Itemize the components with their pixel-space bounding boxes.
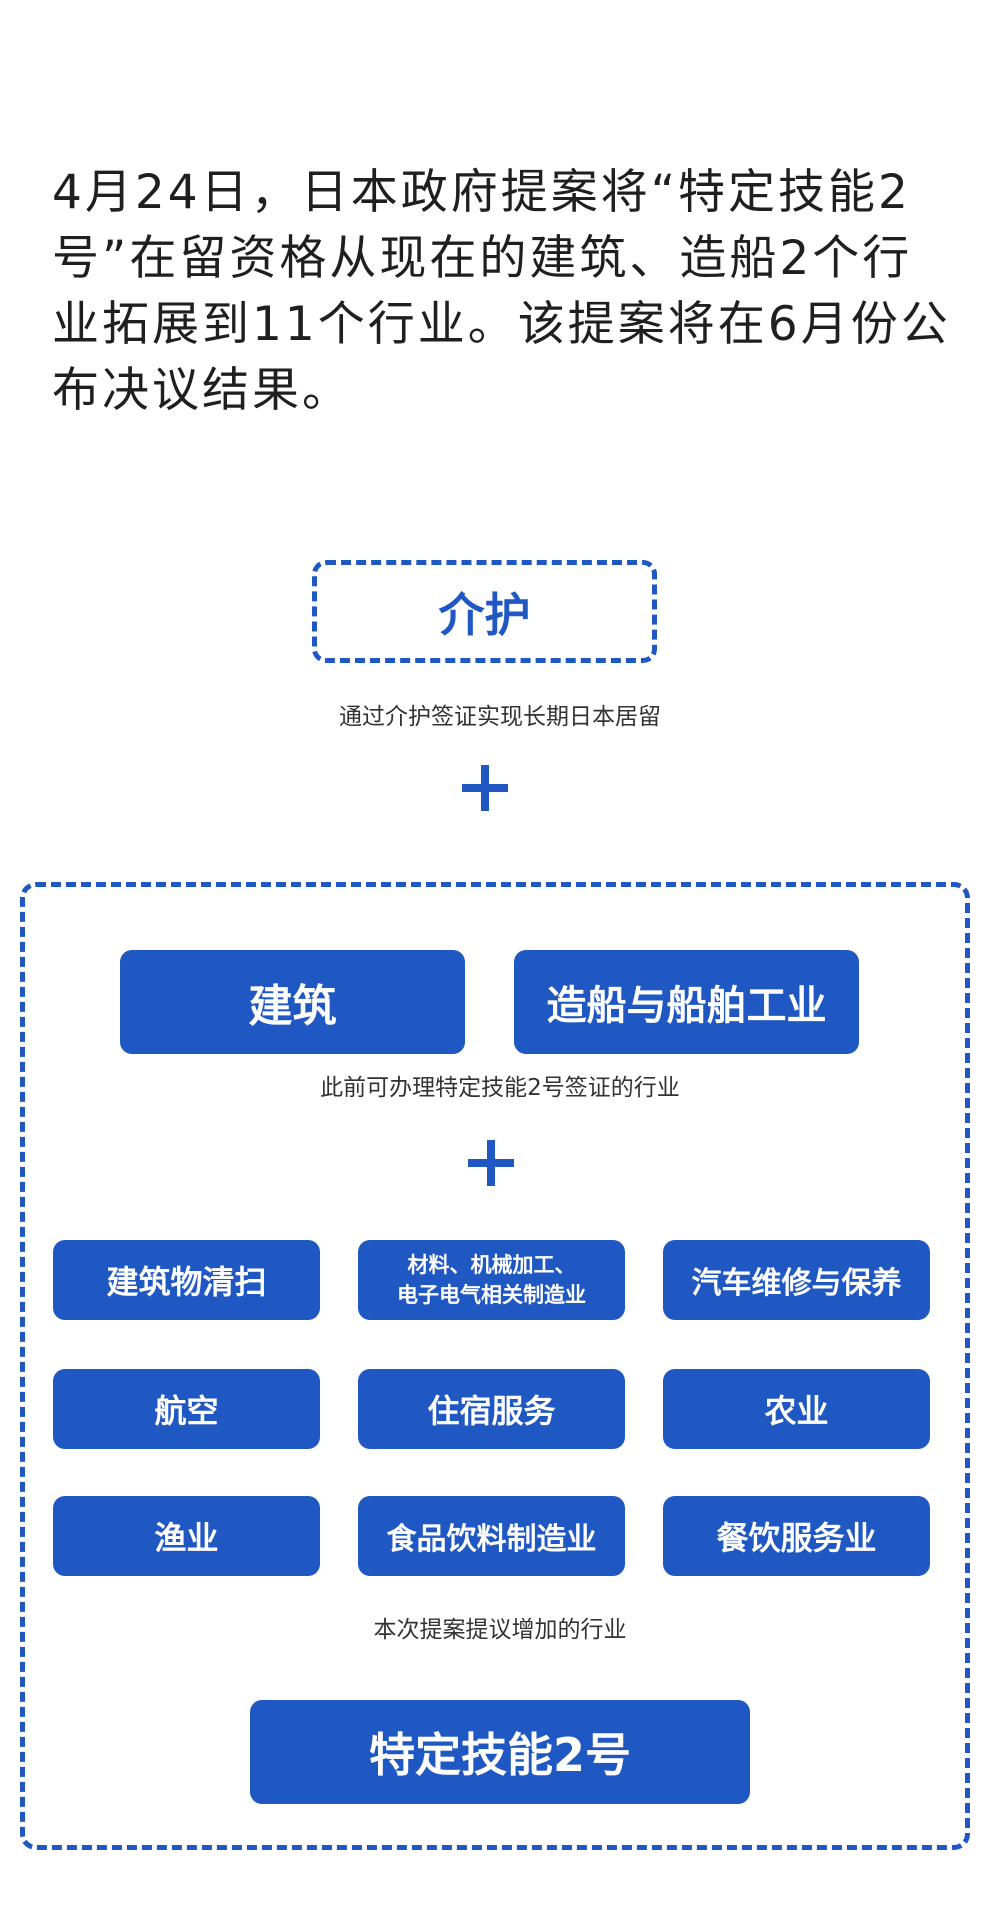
kaigo-caption: 通过介护签证实现长期日本居留: [339, 704, 661, 730]
industry-button-building-cleaning: 建筑物清扫: [53, 1240, 320, 1320]
industry-button-aviation: 航空: [53, 1369, 320, 1449]
industry-label-line1: 材料、机械加工、: [407, 1253, 576, 1277]
final-label: 特定技能2号: [368, 1728, 631, 1782]
industry-label: 农业: [764, 1392, 829, 1430]
industry-button-shipbuilding: 造船与船舶工业: [514, 950, 859, 1054]
industry-label: 住宿服务: [427, 1392, 556, 1430]
industry-label: 渔业: [154, 1519, 219, 1557]
existing-caption: 此前可办理特定技能2号签证的行业: [320, 1075, 680, 1101]
industry-button-construction: 建筑: [120, 950, 465, 1054]
industry-label: 建筑物清扫: [106, 1263, 267, 1301]
industry-label: 造船与船舶工业: [546, 983, 827, 1029]
industry-label: 餐饮服务业: [716, 1519, 877, 1557]
industries-box: [20, 882, 970, 1850]
industry-label: 航空: [154, 1392, 219, 1430]
final-label-button: 特定技能2号: [250, 1700, 750, 1804]
industry-button-food-service: 餐饮服务业: [663, 1496, 930, 1576]
kaigo-label: 介护: [438, 587, 531, 642]
industry-label-line2: 电子电气相关制造业: [397, 1283, 586, 1307]
plus-icon: [462, 765, 508, 811]
plus-icon: [468, 1140, 514, 1186]
industry-button-agriculture: 农业: [663, 1369, 930, 1449]
industry-button-auto-repair: 汽车维修与保养: [663, 1240, 930, 1320]
industry-label: 建筑: [248, 981, 337, 1032]
industry-button-food-manufacturing: 食品饮料制造业: [358, 1496, 625, 1576]
industry-button-lodging: 住宿服务: [358, 1369, 625, 1449]
intro-paragraph: 4月24日，日本政府提案将“特定技能2号”在留资格从现在的建筑、造船2个行业拓展…: [52, 165, 951, 418]
industry-button-materials-machinery: 材料、机械加工、 电子电气相关制造业: [358, 1240, 625, 1320]
industry-button-fishery: 渔业: [53, 1496, 320, 1576]
kaigo-box: 介护: [312, 560, 657, 663]
industry-label: 汽车维修与保养: [691, 1266, 902, 1301]
proposed-caption: 本次提案提议增加的行业: [373, 1617, 627, 1643]
industry-label: 食品饮料制造业: [386, 1522, 597, 1557]
